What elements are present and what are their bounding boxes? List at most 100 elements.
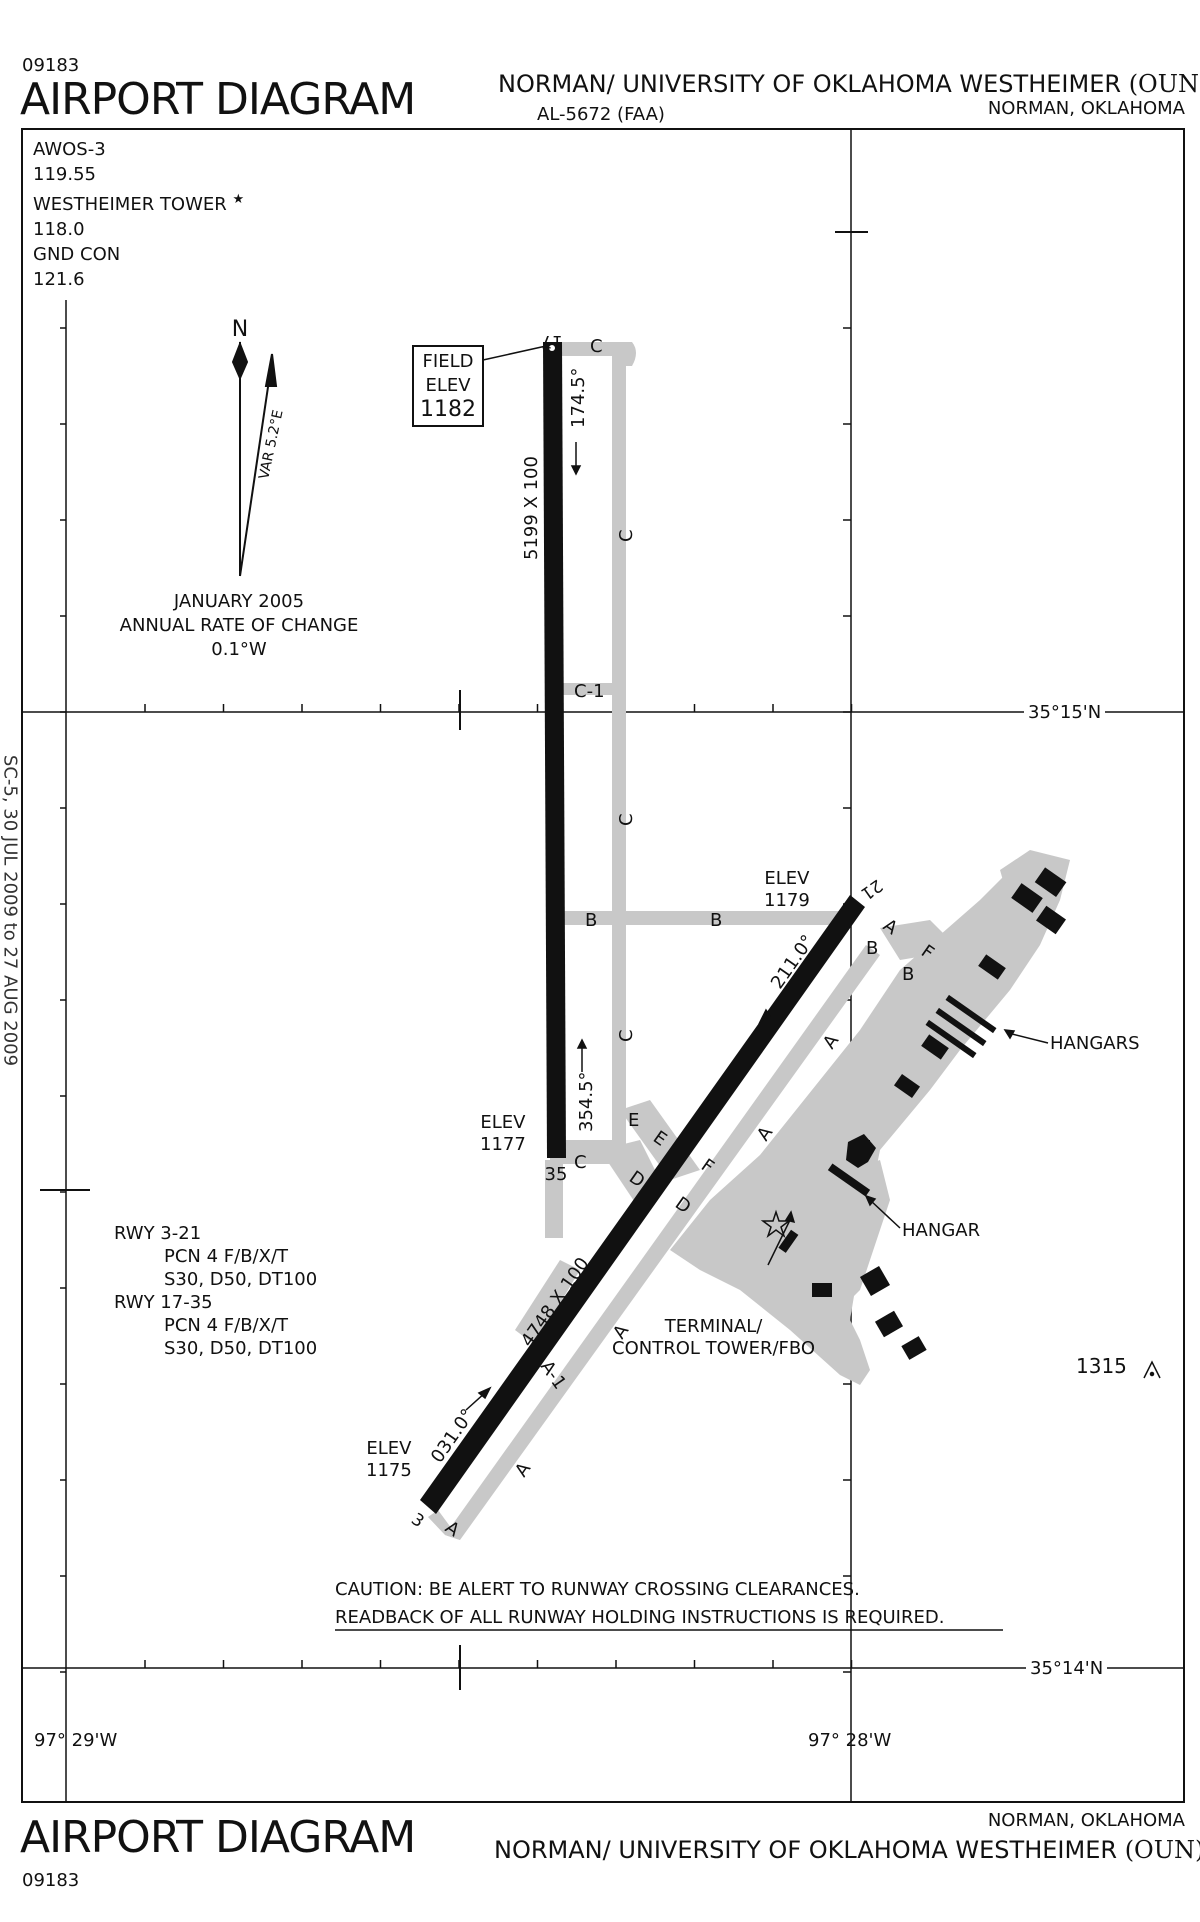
terminal-building xyxy=(778,1229,799,1253)
variation-rate-value: 0.1°W xyxy=(211,639,267,660)
taxiway-a-sw-end xyxy=(428,1510,460,1540)
awos-frequency: 119.55 xyxy=(33,164,96,185)
taxiway-label-c: C xyxy=(616,1029,637,1042)
building xyxy=(1034,867,1067,898)
runways xyxy=(420,342,865,1514)
taxiway-label-b: B xyxy=(710,910,722,931)
terminal-label: TERMINAL/ CONTROL TOWER/FBO xyxy=(612,1316,815,1360)
apron-hangar-area xyxy=(790,1160,890,1310)
building xyxy=(1011,883,1043,913)
footer-city-state: NORMAN, OKLAHOMA xyxy=(987,1810,1185,1831)
runway-data-block: RWY 3-21 PCN 4 F/B/X/T S30, D50, DT100 R… xyxy=(114,1222,317,1360)
rwy-17-35-pcn: PCN 4 F/B/X/T xyxy=(164,1315,289,1336)
building xyxy=(978,954,1006,980)
north-arrow xyxy=(231,341,249,576)
runway-3-elevation: ELEV 1175 xyxy=(366,1438,412,1482)
taxiway-label-b: B xyxy=(866,938,878,959)
runway-35-heading: 354.5° xyxy=(576,1071,597,1132)
elev-label: ELEV xyxy=(480,1112,526,1133)
elev-value: 1175 xyxy=(366,1460,412,1481)
elev-value: 1179 xyxy=(764,890,810,911)
hangars-label: HANGARS xyxy=(1050,1033,1140,1054)
field-elevation-box xyxy=(412,345,484,427)
building xyxy=(901,1336,927,1360)
taxiway-a xyxy=(445,945,880,1540)
compass-north-label: N xyxy=(232,317,248,342)
runway-3-end: 3 xyxy=(407,1510,427,1533)
building xyxy=(921,1034,949,1060)
rwy-17-35-label: RWY 17-35 xyxy=(114,1292,213,1313)
rwy-3-21-label: RWY 3-21 xyxy=(114,1223,202,1244)
obstacle-elevation: 1315 xyxy=(1076,1354,1127,1378)
tower-frequency: 118.0 xyxy=(33,219,85,240)
longitude-east-label: 97° 28'W xyxy=(808,1730,892,1751)
building xyxy=(812,1283,832,1297)
taxiways xyxy=(428,342,1070,1540)
variation-label: VAR 5.2°E xyxy=(256,408,286,480)
airport-name: NORMAN/ UNIVERSITY OF OKLAHOMA WESTHEIME… xyxy=(498,70,1200,98)
grid-ticks xyxy=(60,327,853,1673)
taxiway-label-c: C xyxy=(574,1152,587,1173)
taxiway-c-north-end xyxy=(612,342,636,366)
heading-arrows xyxy=(465,442,1049,1411)
tower-label-text: WESTHEIMER TOWER xyxy=(33,194,227,215)
runway-threshold-marker xyxy=(549,345,555,351)
field-elev-line2: ELEV xyxy=(425,375,471,396)
caution-line1: CAUTION: BE ALERT TO RUNWAY CROSSING CLE… xyxy=(335,1579,860,1600)
taxiway-label-b: B xyxy=(902,964,914,985)
hangar-label: HANGAR xyxy=(902,1220,981,1241)
elev-value: 1177 xyxy=(480,1134,526,1155)
hangar-row xyxy=(925,1019,977,1059)
airport-id: (OUN) xyxy=(1128,70,1200,98)
tower-label: WESTHEIMER TOWER ★ xyxy=(33,187,244,217)
runway-35-end: 35 xyxy=(545,1164,568,1185)
field-elev-line1: FIELD xyxy=(422,351,474,372)
hangar-row xyxy=(945,994,997,1034)
procedure-number: 09183 xyxy=(22,55,80,76)
runway-17-dimensions: 5199 X 100 xyxy=(521,456,542,560)
runway-17-35 xyxy=(543,342,566,1158)
terminal-label-line1: TERMINAL/ xyxy=(664,1316,763,1337)
longitude-west-label: 97° 29'W xyxy=(34,1730,118,1751)
frequency-list: AWOS-3 119.55 WESTHEIMER TOWER ★ 118.0 G… xyxy=(33,137,244,292)
awos-label: AWOS-3 xyxy=(33,139,106,160)
chart-border xyxy=(21,128,1185,1803)
taxiway-c1 xyxy=(560,683,620,695)
footer-airport-name-text: NORMAN/ UNIVERSITY OF OKLAHOMA WESTHEIME… xyxy=(494,1836,1118,1864)
taxiway-c-north-stub xyxy=(550,342,630,356)
taxiway-label-c1: C-1 xyxy=(574,681,605,702)
control-tower-icon xyxy=(760,1209,792,1239)
variation-date: JANUARY 2005 xyxy=(173,591,305,612)
rwy-17-35-strength: S30, D50, DT100 xyxy=(164,1338,318,1359)
hangar-bar xyxy=(827,1163,871,1197)
runway-21-end: 21 xyxy=(857,875,886,904)
taxiway-c-parallel xyxy=(612,342,626,1162)
runway-3-21 xyxy=(420,895,865,1514)
rwy-3-21-pcn: PCN 4 F/B/X/T xyxy=(164,1246,289,1267)
footer-airport-name: NORMAN/ UNIVERSITY OF OKLAHOMA WESTHEIME… xyxy=(494,1836,1200,1864)
latitude-south-label: 35°14'N xyxy=(1026,1658,1108,1679)
taxiway-label-c: C xyxy=(590,336,603,357)
city-state: NORMAN, OKLAHOMA xyxy=(987,98,1185,119)
taxiway-label-c: C xyxy=(616,813,637,826)
magnetic-variation-arrow xyxy=(239,353,278,577)
footer-airport-id: (OUN) xyxy=(1124,1836,1200,1864)
runway-35-extension xyxy=(545,1160,563,1238)
building xyxy=(874,1310,904,1338)
latitude-north-label: 35°15'N xyxy=(1024,702,1106,723)
part-time-star-icon: ★ xyxy=(232,192,245,207)
al-number: AL-5672 (FAA) xyxy=(537,104,665,125)
building xyxy=(893,1073,921,1099)
caution-note: CAUTION: BE ALERT TO RUNWAY CROSSING CLE… xyxy=(335,1576,944,1632)
variation-rate-label: ANNUAL RATE OF CHANGE xyxy=(119,615,359,636)
taxiway-label-c: C xyxy=(616,529,637,542)
apron xyxy=(670,858,1060,1385)
building xyxy=(1036,905,1066,935)
buildings xyxy=(778,867,1067,1360)
elev-label: ELEV xyxy=(764,868,810,889)
runway-17-end: 17 xyxy=(541,331,563,351)
taxiway-label-b: B xyxy=(585,910,597,931)
ground-label: GND CON xyxy=(33,244,121,265)
taxiway-b xyxy=(560,911,850,925)
